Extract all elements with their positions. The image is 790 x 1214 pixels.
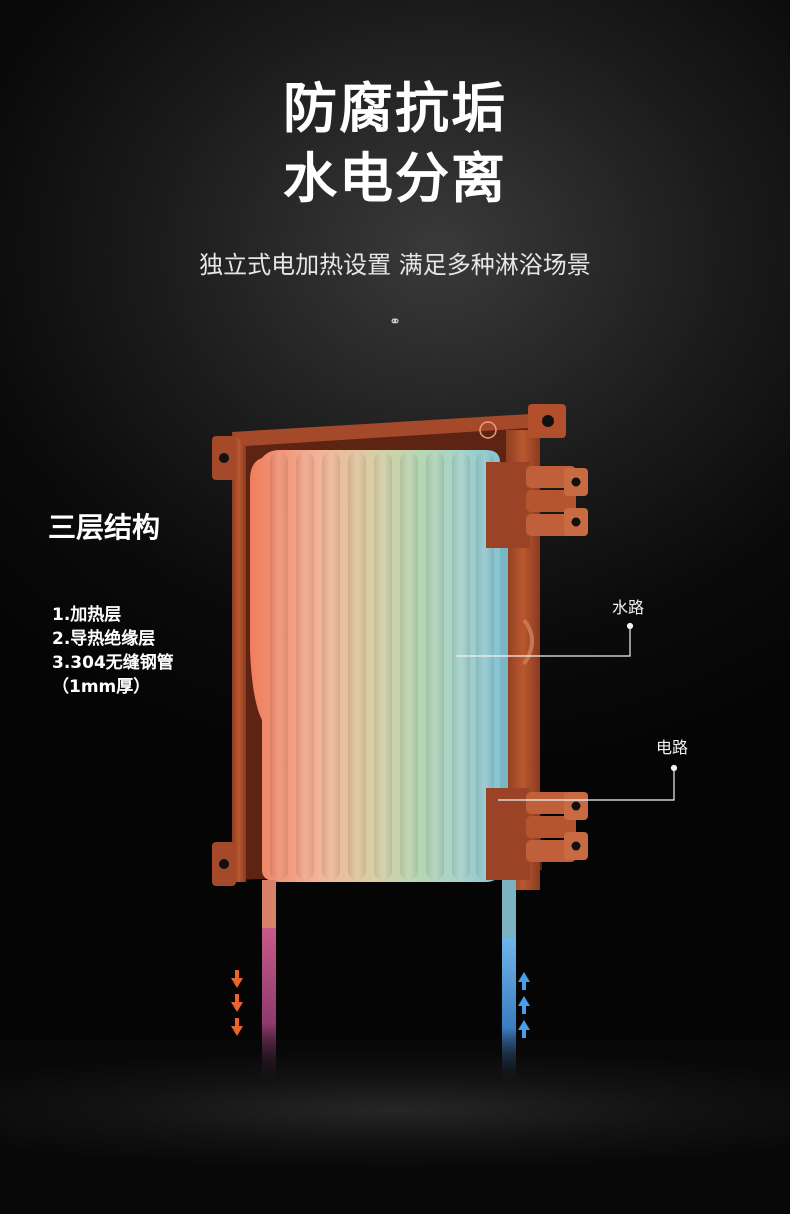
headline-line-2: 水电分离 xyxy=(283,147,507,210)
power-circuit-label: 电路 xyxy=(656,738,689,757)
terminal-blocks-top xyxy=(486,462,588,548)
layer-item: （1mm厚） xyxy=(52,677,151,697)
mouse-scroll-icon: ⚭ xyxy=(389,314,401,330)
water-circuit-label: 水路 xyxy=(612,598,645,617)
floor-reflection xyxy=(0,1040,790,1214)
heating-coil xyxy=(250,450,500,882)
arrow-down-icon xyxy=(231,970,243,1036)
layer-item: 1.加热层 xyxy=(52,605,122,625)
hot-water-outlet-pipe xyxy=(262,880,276,1088)
arrow-up-icon xyxy=(518,972,530,1038)
layer-item: 3.304无缝钢管 xyxy=(52,653,174,673)
power-callout-line xyxy=(498,764,678,801)
layer-item: 2.导热绝缘层 xyxy=(52,629,156,649)
water-callout-line xyxy=(456,622,634,657)
terminal-blocks-bottom xyxy=(486,788,588,880)
structure-title: 三层结构 xyxy=(48,511,161,544)
headline-line-1: 防腐抗垢 xyxy=(283,77,507,140)
cold-water-inlet-pipe xyxy=(502,880,516,1088)
structure-layer-list: 1.加热层 2.导热绝缘层 3.304无缝钢管 （1mm厚） xyxy=(52,603,174,699)
subtitle: 独立式电加热设置 满足多种淋浴场景 xyxy=(199,251,591,279)
